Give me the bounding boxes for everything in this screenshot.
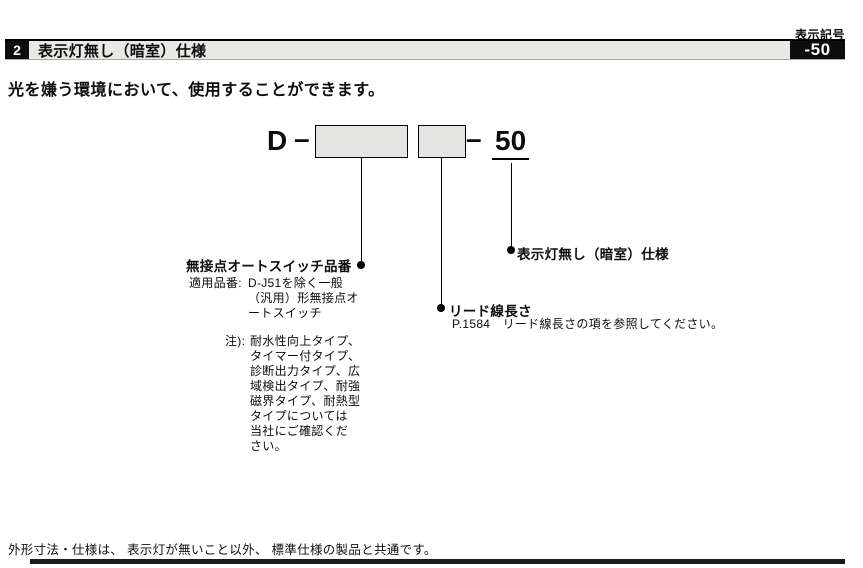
note-line: タイプについては: [250, 409, 348, 423]
note-line: さい。: [250, 439, 287, 453]
section-number-badge: 2: [5, 41, 29, 59]
applicable-line: D-J51を除く一般: [248, 276, 344, 290]
connector-line-lead: [441, 158, 442, 305]
connector-bullet-suffix: [507, 246, 515, 254]
callout-no-indicator-title: 表示灯無し（暗室）仕様: [517, 247, 669, 262]
connector-line-switch: [361, 158, 362, 262]
note-line: 耐水性向上タイプ、: [250, 334, 361, 348]
model-suffix-number: 50: [492, 124, 530, 160]
callout-switch-applicable-label: 適用品番:: [189, 276, 242, 290]
callout-switch-title: 無接点オートスイッチ品番: [186, 259, 352, 274]
model-blank-box-lead: [418, 125, 466, 158]
connector-line-suffix: [511, 163, 512, 247]
model-prefix: D: [267, 125, 288, 156]
note-line: 域検出タイプ、耐強: [250, 379, 361, 393]
footer-note: 外形寸法・仕様は、 表示灯が無いこと以外、 標準仕様の製品と共通です。: [8, 543, 437, 557]
note-line: 当社にご確認くだ: [250, 424, 349, 438]
note-line: 磁界タイプ、耐熱型: [250, 394, 361, 408]
display-symbol-code-badge: -50: [790, 40, 845, 59]
model-dash-2: –: [466, 123, 482, 154]
callout-switch-note-text: 耐水性向上タイプ、 タイマー付タイプ、 診断出力タイプ、広 域検出タイプ、耐強 …: [250, 334, 360, 454]
connector-bullet-switch: [357, 261, 365, 269]
display-symbol-label: 表示記号: [794, 28, 845, 42]
intro-sentence: 光を嫌う環境において、使用することができます。: [8, 82, 385, 99]
section-header-bar: 2 表示灯無し（暗室）仕様 -50: [5, 39, 845, 60]
callout-switch-applicable-text: D-J51を除く一般 （汎用）形無接点オ ートスイッチ: [248, 276, 359, 321]
note-line: 診断出力タイプ、広: [250, 364, 361, 378]
connector-bullet-lead: [437, 304, 445, 312]
callout-lead-title: リード線長さ: [449, 304, 532, 319]
model-dash-1: –: [294, 123, 310, 154]
note-line: タイマー付タイプ、: [250, 349, 361, 363]
bottom-divider-bar: [30, 559, 845, 564]
model-blank-box-switch: [315, 125, 408, 158]
applicable-line: ートスイッチ: [248, 306, 322, 320]
applicable-line: （汎用）形無接点オ: [248, 291, 359, 305]
callout-switch-note-label: 注):: [225, 334, 246, 348]
section-title: 表示灯無し（暗室）仕様: [38, 42, 207, 60]
callout-lead-detail: P.1584 リード線長さの項を参照してください。: [452, 317, 724, 331]
